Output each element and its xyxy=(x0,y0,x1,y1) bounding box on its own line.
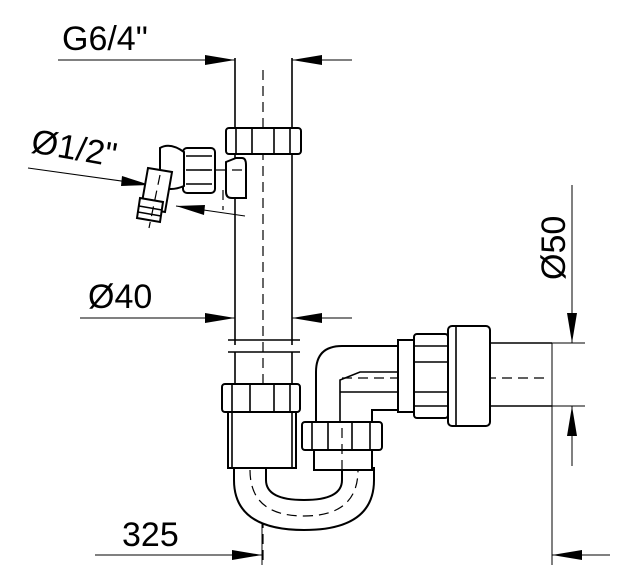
dimension-325: 325 xyxy=(95,343,610,565)
dimension-d50: Ø50 xyxy=(490,185,585,466)
label-side-inlet: Ø1/2" xyxy=(29,122,120,174)
label-g64: G6/4" xyxy=(62,20,148,58)
u-bend xyxy=(233,467,375,532)
label-325: 325 xyxy=(122,516,179,554)
label-d40: Ø40 xyxy=(88,278,152,316)
top-nut xyxy=(225,127,302,155)
middle-nut xyxy=(221,383,301,469)
dimension-g64: G6/4" xyxy=(58,20,352,65)
dimension-d40: Ø40 xyxy=(80,278,352,323)
side-inlet-connector xyxy=(135,144,247,229)
label-d50: Ø50 xyxy=(535,216,573,280)
trap-column xyxy=(301,380,383,471)
outlet-pipe xyxy=(490,342,552,407)
outlet-coupling xyxy=(397,325,491,427)
